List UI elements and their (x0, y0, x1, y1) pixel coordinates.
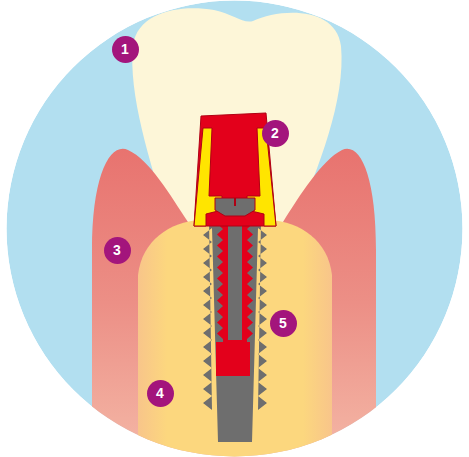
callout-number: 5 (270, 310, 297, 337)
callout-text: 1 (121, 42, 129, 56)
callout-number: 2 (262, 120, 289, 147)
background-disc (7, 1, 463, 457)
callout-number: 4 (147, 380, 174, 407)
callout-number: 1 (112, 36, 139, 63)
screw-slot (234, 198, 236, 206)
inner-thread (217, 216, 253, 344)
callout-text: 3 (113, 243, 121, 257)
callout-number: 3 (104, 237, 131, 264)
screw-channel (216, 342, 250, 376)
callout-text: 4 (156, 386, 164, 400)
screw-head (215, 198, 255, 216)
callout-text: 5 (279, 316, 287, 330)
callout-text: 2 (271, 126, 279, 140)
abutment-screw (228, 216, 242, 340)
